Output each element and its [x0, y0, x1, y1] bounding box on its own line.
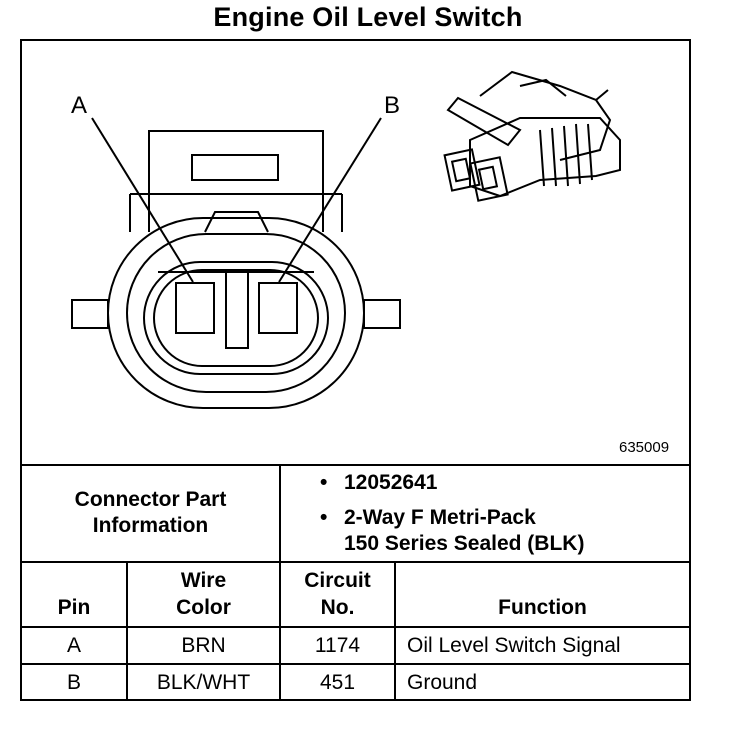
- row-a-circuit: 1174: [314, 634, 361, 657]
- row-b-pin: B: [66, 671, 81, 694]
- header-pin: Pin: [57, 596, 91, 619]
- connector-perspective-view: [443, 70, 621, 202]
- header-wire-color-line2: Color: [176, 596, 231, 619]
- pin-b-label: B: [384, 92, 401, 119]
- leader-a: [91, 117, 194, 283]
- pin-a-terminal: [175, 282, 215, 334]
- connector-cavity: [143, 261, 329, 375]
- connector-info-label-line2: Information: [92, 514, 209, 537]
- connector-info-label-line1: Connector Part: [74, 488, 227, 511]
- header-circuit-line2: No.: [320, 596, 355, 619]
- connector-part-number: 12052641: [344, 471, 438, 494]
- latch-top: [148, 130, 324, 195]
- row-b-wire-color: BLK/WHT: [156, 671, 251, 694]
- pin-a-label: A: [71, 92, 88, 119]
- latch-window: [191, 154, 279, 181]
- connector-lip: [153, 269, 319, 367]
- connector-shell: [107, 217, 365, 409]
- outer-frame: [20, 39, 691, 701]
- row-b-function: Ground: [407, 671, 478, 694]
- leader-b: [278, 117, 382, 283]
- header-function: Function: [498, 596, 587, 619]
- tab-left: [71, 299, 109, 329]
- figure-number: 635009: [619, 439, 670, 456]
- connector-seal: [126, 233, 346, 393]
- pin-b-terminal: [258, 282, 298, 334]
- diagram-title: Engine Oil Level Switch: [213, 2, 523, 32]
- row-a-function: Oil Level Switch Signal: [407, 634, 621, 657]
- row-b-circuit: 451: [319, 671, 356, 694]
- tab-right: [363, 299, 401, 329]
- connector-description-line2: 150 Series Sealed (BLK): [344, 532, 585, 555]
- row-a-pin: A: [66, 634, 81, 657]
- row-a-wire-color: BRN: [181, 634, 226, 657]
- connector-face-view: [71, 117, 401, 409]
- bullet-icon: •: [320, 506, 328, 529]
- header-wire-color-line1: Wire: [180, 569, 227, 592]
- center-rib: [225, 269, 249, 349]
- header-circuit-line1: Circuit: [304, 569, 371, 592]
- connector-description-line1: 2-Way F Metri-Pack: [344, 506, 536, 529]
- bullet-icon: •: [320, 471, 328, 494]
